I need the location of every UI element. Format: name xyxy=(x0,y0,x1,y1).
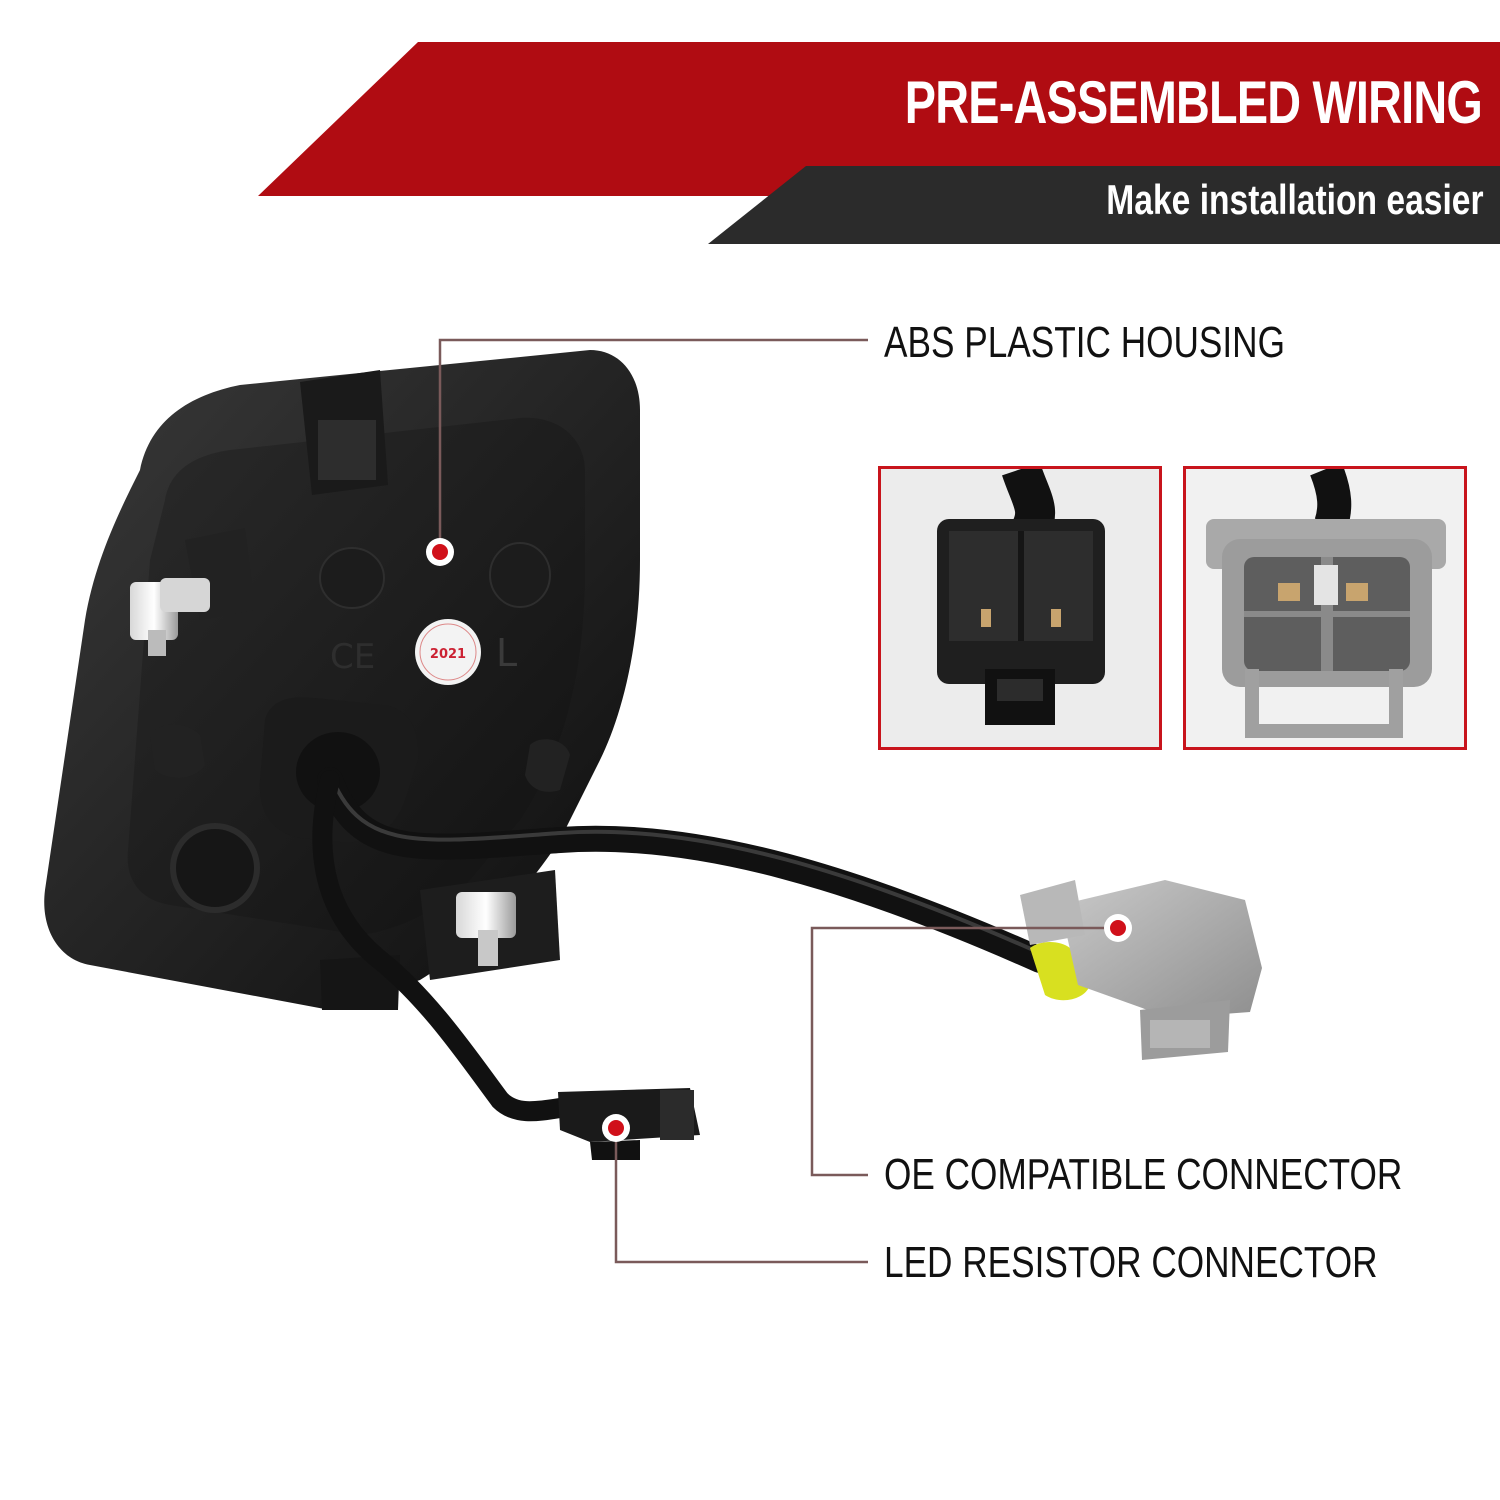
leader-line-oe-connector xyxy=(810,926,1118,1177)
banner-dark-band xyxy=(708,166,1500,244)
callout-dots xyxy=(426,538,1132,1142)
leader-line-housing xyxy=(438,338,868,552)
callout-label-oe-connector: OE COMPATIBLE CONNECTOR xyxy=(884,1150,1403,1199)
housing-nub xyxy=(525,739,570,792)
housing-plug xyxy=(170,823,260,913)
housing-nub xyxy=(150,724,205,778)
embossed-circle xyxy=(319,547,385,609)
resistor-connector-closeup-graphic xyxy=(881,469,1159,747)
callout-label-housing: ABS PLASTIC HOUSING xyxy=(884,318,1285,367)
leader-line-resistor-connector xyxy=(614,1128,868,1264)
banner-red-band xyxy=(258,42,1500,196)
mounting-tab-slot xyxy=(318,420,376,480)
mounting-bolt-bottom xyxy=(456,892,516,966)
wire-to-resistor-connector xyxy=(312,770,570,1122)
date-stamp-year: 2021 xyxy=(430,647,466,662)
oe-connector-closeup-graphic xyxy=(1186,469,1464,747)
mounting-bolt-left xyxy=(130,578,210,656)
banner-subtitle: Make installation easier xyxy=(1106,176,1484,223)
inset-resistor-connector-closeup xyxy=(878,466,1162,750)
banner-title: PRE-ASSEMBLED WIRING xyxy=(904,69,1483,136)
date-stamp-sticker: 2021 xyxy=(415,619,481,685)
ce-mark: CE xyxy=(330,637,375,677)
embossed-circle xyxy=(489,542,551,608)
callout-leader-lines xyxy=(438,338,1118,1264)
led-resistor-connector xyxy=(558,1088,700,1160)
side-marking: L xyxy=(496,631,517,675)
wire-to-oe-connector xyxy=(317,767,1053,973)
inset-oe-connector-closeup xyxy=(1183,466,1467,750)
callout-label-resistor-connector: LED RESISTOR CONNECTOR xyxy=(884,1238,1378,1287)
oe-compatible-connector xyxy=(1020,880,1262,1060)
